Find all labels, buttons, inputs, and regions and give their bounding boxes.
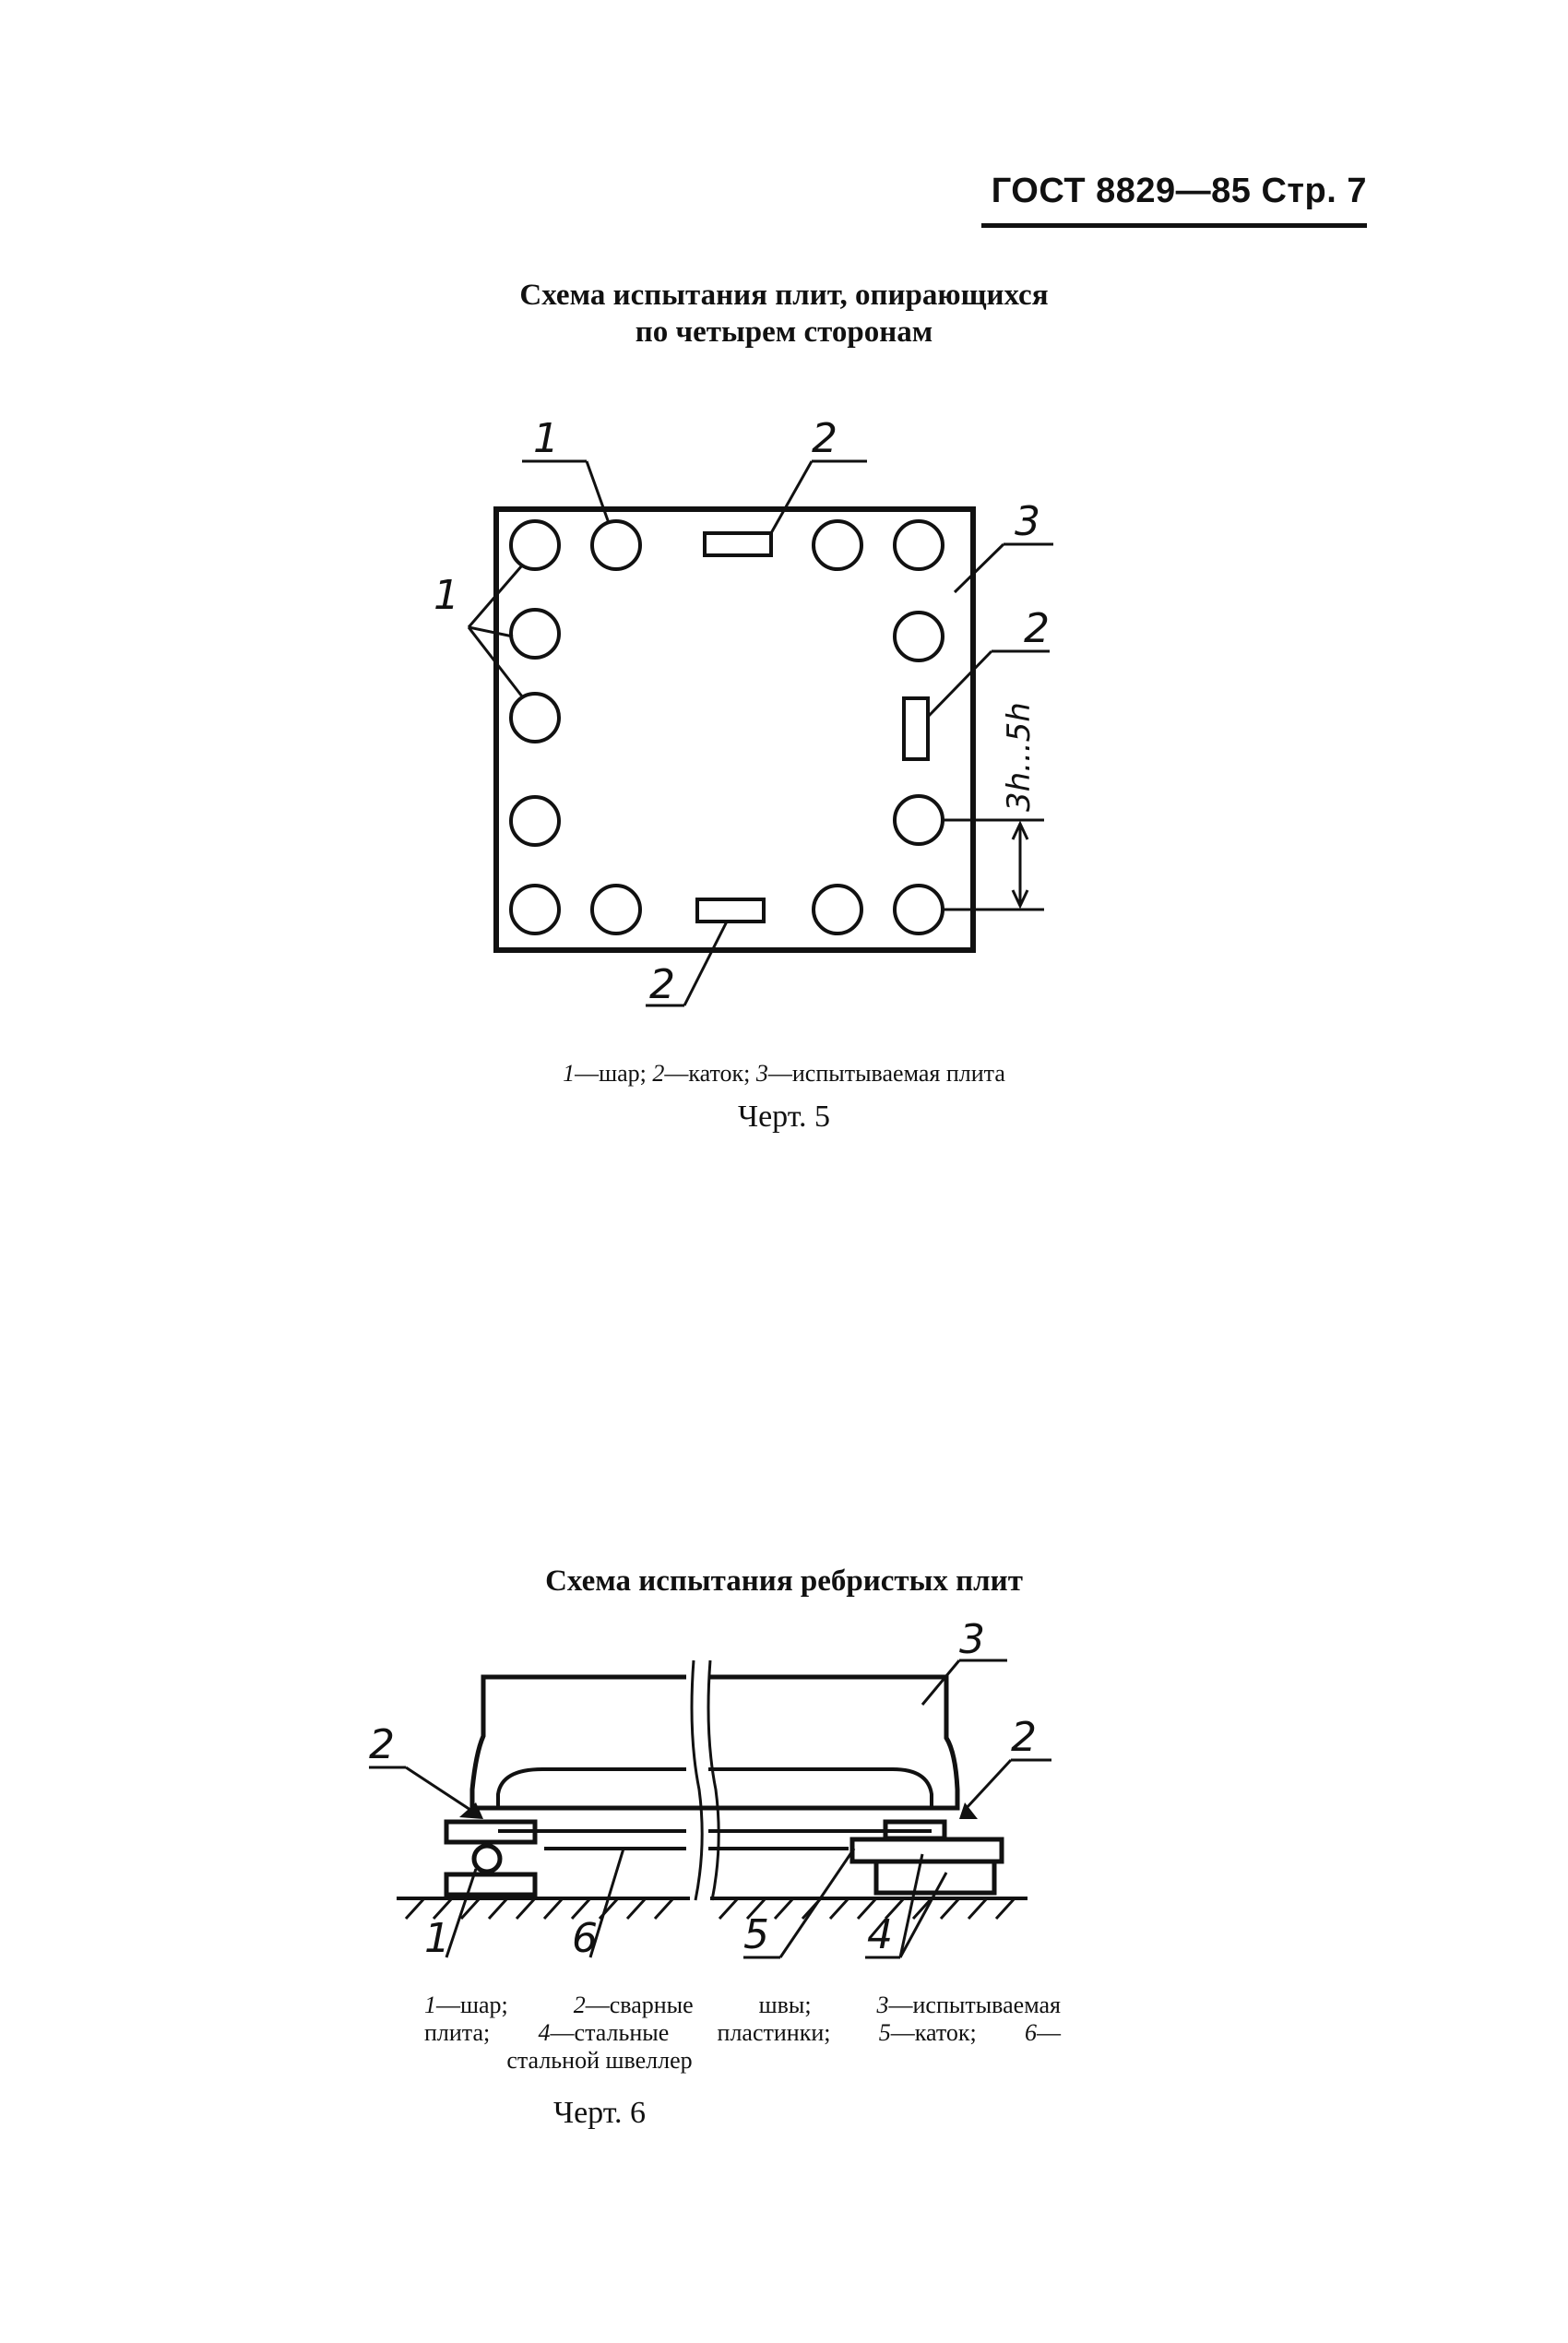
ball-circle (509, 519, 561, 571)
dimension-label: 3h...5h (1001, 702, 1038, 812)
figure5-title-line1: Схема испытания плит, опирающихся (519, 279, 1049, 312)
roller-support (849, 1837, 1004, 1864)
ribbed-plate-left (469, 1674, 701, 1811)
figure6-title: Схема испытания ребристых плит (545, 1564, 1023, 1598)
label-roller: 2 (812, 415, 837, 462)
ball-circle (893, 611, 944, 662)
ball-circle (812, 519, 863, 571)
figure6-diagram: 2 3 2 1 6 5 4 (369, 1616, 1051, 1962)
figure6-caption: Черт. 6 (552, 2096, 647, 2130)
ball-circle (590, 519, 642, 571)
ball-circle (509, 884, 561, 935)
figure5-legend: 1—шар; 2—каток; 3—испытываемая плита (563, 1060, 1005, 1087)
label-1-weld: 2 (369, 1721, 395, 1768)
label-steel-plates: 4 (867, 1911, 893, 1958)
figure6-legend-line2: плита; 4—стальные пластинки; 5—каток; 6— (424, 2019, 1062, 2046)
figure5-caption: Черт. 5 (737, 1100, 831, 1134)
label-roller: 2 (1024, 605, 1050, 652)
ball-circle (590, 884, 642, 935)
roller-rect (703, 531, 773, 557)
steel-plate (873, 1859, 997, 1896)
label-channel: 6 (572, 1915, 598, 1962)
figure6-legend-line1: 1—шар; 2—сварные швы; 3—испытываемая (424, 1992, 1061, 2018)
header-rule (981, 223, 1367, 228)
label-roller: 5 (743, 1911, 769, 1958)
label-ball: 1 (434, 572, 459, 619)
ball-support (471, 1843, 503, 1874)
steel-plate (444, 1819, 538, 1845)
figure5-title-line2: по четырем сторонам (635, 315, 933, 349)
figure6-legend-line3: стальной швеллер (506, 2047, 693, 2074)
roller-rect (695, 898, 766, 923)
figure5-diagram: 1 1 2 3 2 2 3h...5h (434, 415, 1053, 1008)
label-roller: 2 (649, 961, 675, 1008)
ball-circle (812, 884, 863, 935)
ribbed-plate-right (701, 1674, 960, 1811)
label-plate: 3 (959, 1616, 985, 1663)
page-header: ГОСТ 8829—85 Стр. 7 (991, 172, 1367, 210)
roller-rect (902, 696, 930, 761)
steel-plate (444, 1872, 538, 1897)
label-weld: 2 (1011, 1714, 1037, 1761)
label-ball: 1 (533, 415, 559, 462)
ball-circle (509, 692, 561, 743)
ball-circle (509, 795, 561, 847)
label-plate: 3 (1015, 498, 1040, 545)
ball-circle (509, 608, 561, 660)
label-ball: 1 (424, 1915, 450, 1962)
ball-circle (893, 519, 944, 571)
tested-plate (493, 506, 976, 953)
